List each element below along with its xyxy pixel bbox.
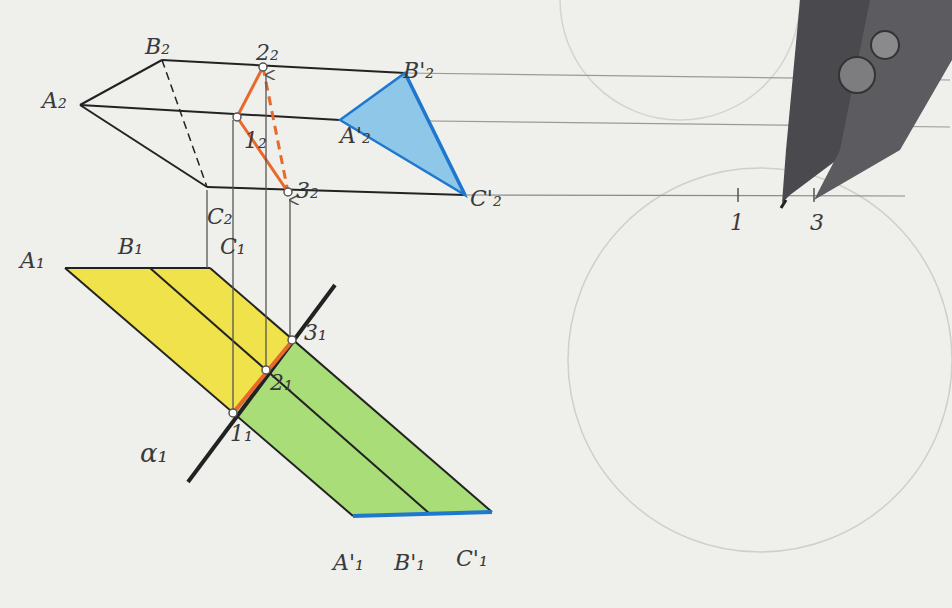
- point-label: A'₂: [340, 125, 371, 147]
- triangle-edge: [405, 73, 465, 195]
- construction-circle: [568, 168, 952, 552]
- base-edge: [353, 512, 492, 516]
- point-label: B₂: [145, 36, 170, 58]
- point-label: A₂: [42, 90, 67, 112]
- point-label: B₁: [118, 236, 143, 258]
- section-triangle: [340, 73, 465, 195]
- section-front: [237, 67, 288, 192]
- section-top: [233, 340, 293, 413]
- point-label: 3: [810, 212, 824, 234]
- point-label: B'₂: [403, 60, 434, 82]
- point-label: C'₁: [456, 548, 488, 570]
- point-label: 2₂: [256, 42, 279, 64]
- point-label: 1₁: [230, 423, 253, 445]
- plane-trace: [188, 285, 335, 482]
- point-label: 1: [730, 212, 744, 234]
- point-label: C₁: [220, 236, 246, 258]
- point-label: α₁: [140, 440, 168, 466]
- prism-front: [80, 60, 465, 195]
- projection-line: [207, 75, 290, 410]
- point-label: C₂: [207, 206, 233, 228]
- tick: [813, 188, 815, 202]
- point-label: A'₁: [333, 552, 364, 574]
- prism-top: [65, 268, 492, 516]
- green-face: [233, 340, 492, 516]
- point-label: B'₁: [394, 552, 425, 574]
- point-label: 1₂: [244, 130, 267, 152]
- tick: [737, 188, 739, 202]
- compass: [781, 0, 952, 208]
- construction-arc: [560, 0, 800, 120]
- link-line: [465, 195, 905, 196]
- point-label: 3₁: [304, 322, 327, 344]
- point-label: 2₁: [270, 372, 293, 394]
- point-label: A₁: [20, 250, 45, 272]
- point-label: C'₂: [470, 188, 502, 210]
- point-label: 3₂: [296, 180, 319, 202]
